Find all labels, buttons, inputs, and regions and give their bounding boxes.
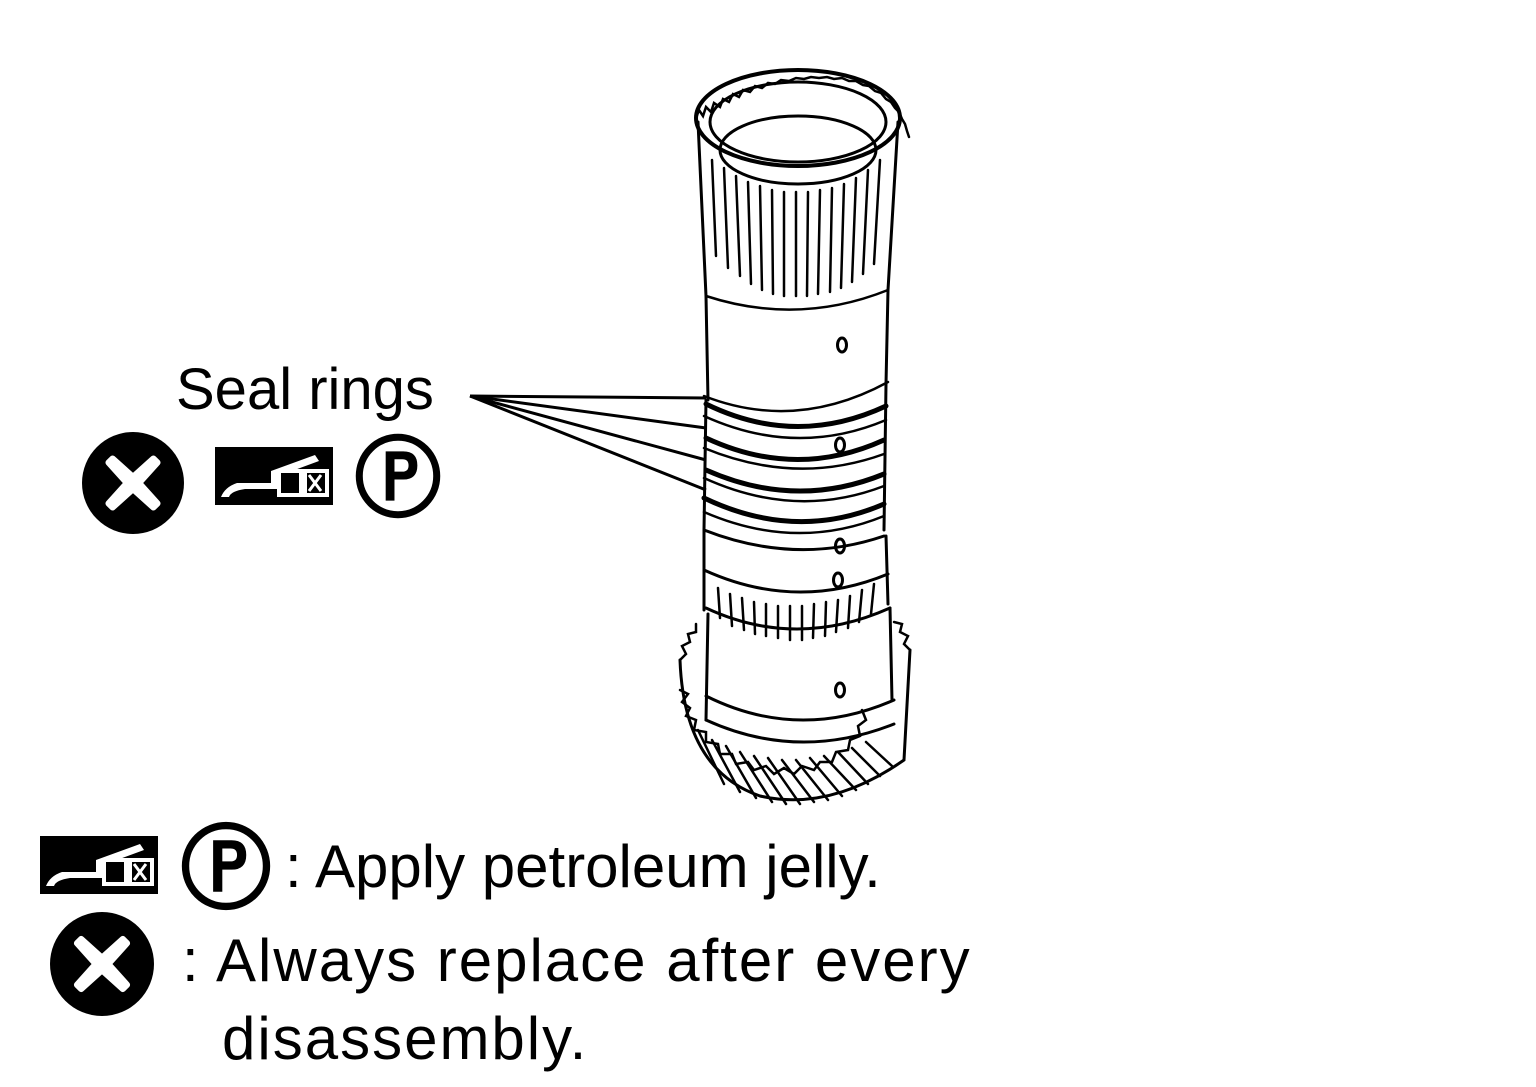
petroleum-jelly-tube-icon	[215, 447, 333, 505]
legend-replace-text-line1: : Always replace after every	[182, 927, 972, 994]
replace-x-icon	[82, 432, 184, 534]
input-shaft-drawing	[678, 68, 912, 806]
legend-replace-text-line2: disassembly.	[222, 1005, 589, 1072]
seal-rings-leader-lines	[469, 394, 707, 492]
petroleum-p-icon	[359, 437, 436, 514]
legend-p-icon	[186, 826, 267, 907]
legend-tube-icon	[40, 836, 158, 894]
seal-rings-label: Seal rings	[176, 357, 434, 422]
legend-x-icon	[50, 912, 154, 1016]
legend-petroleum-jelly-text: : Apply petroleum jelly.	[285, 833, 881, 900]
